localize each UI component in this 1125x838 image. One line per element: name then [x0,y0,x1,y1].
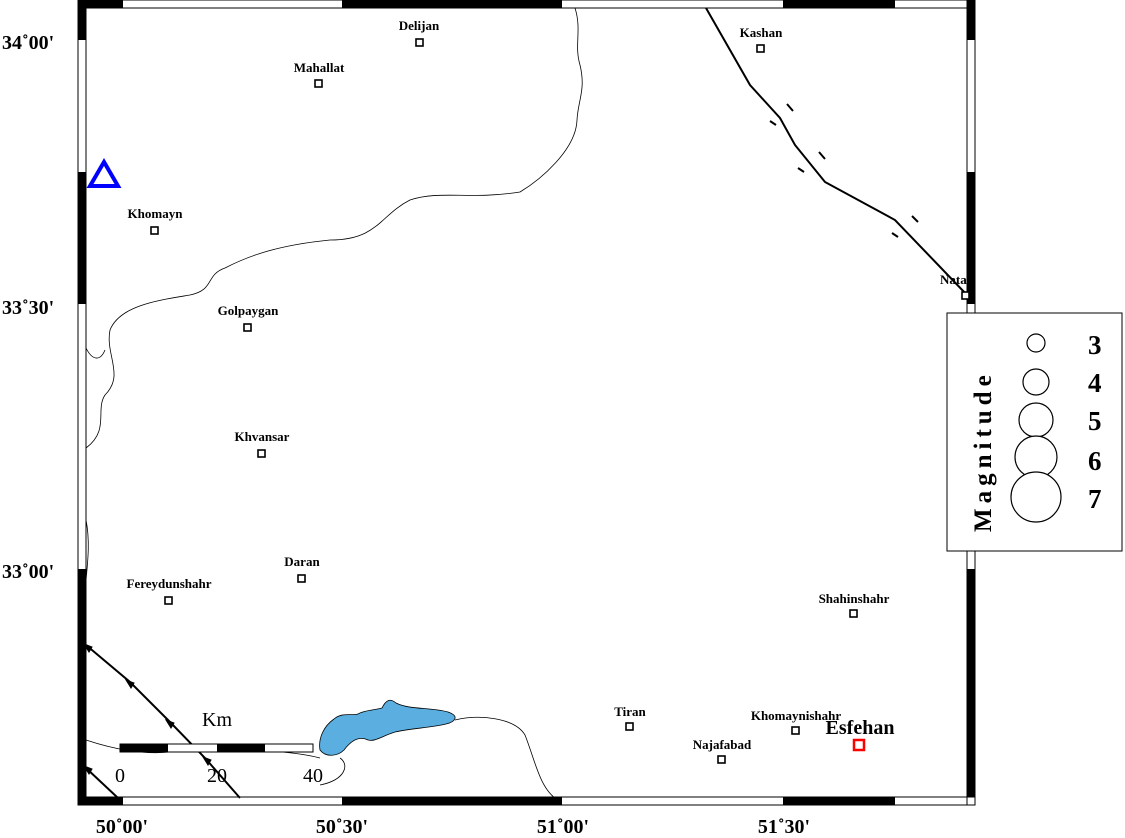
city-fereydunshahr: Fereydunshahr [127,576,212,605]
scale-unit: Km [202,709,232,731]
legend-circle [1010,471,1062,523]
legend-circle [1022,368,1050,396]
city-label: Mahallat [294,60,345,75]
lat-label: 34˚00' [2,32,54,54]
city-kashan: Kashan [740,25,783,53]
city-label: Shahinshahr [819,591,890,606]
city-golpaygan: Golpaygan [218,303,279,332]
city-khomayn: Khomayn [128,206,184,235]
city-tiran: Tiran [614,704,647,731]
city-label: Nata [940,272,967,287]
legend-value: 6 [1088,446,1102,476]
city-esfehan: Esfehan [826,717,895,752]
lat-label: 33˚30' [2,297,54,319]
lat-label: 33˚00' [2,561,54,583]
city-delijan: Delijan [399,18,440,47]
city-label: Delijan [399,18,440,33]
legend-circle [1018,402,1054,438]
city-label: Khvansar [235,429,290,444]
lake [319,699,456,756]
city-label: Khomaynishahr [751,708,842,723]
main-city-label: Esfehan [826,717,895,739]
scale-tick: 20 [207,765,227,787]
scale-tick: 0 [115,765,125,787]
city-khomaynishahr: Khomaynishahr [751,708,842,735]
city-label: Golpaygan [218,303,279,318]
legend-value: 3 [1088,330,1102,360]
map-frame [77,0,976,806]
lon-label: 50˚00' [96,816,148,838]
city-daran: Daran [284,554,320,583]
lon-label: 51˚30' [758,816,810,838]
magnitude-legend: Magnitude 3 4 5 6 7 [946,312,1123,552]
city-label: Najafabad [693,737,752,752]
city-label: Daran [284,554,320,569]
legend-title: Magnitude [970,370,997,532]
legend-circle [1026,333,1046,353]
city-layer: Delijan Kashan Mahallat Khomayn Golpayga… [127,18,970,764]
city-label: Kashan [740,25,783,40]
city-najafabad: Najafabad [693,737,752,764]
lon-label: 50˚30' [316,816,368,838]
scale-bar: Km 0 20 40 [115,709,323,787]
legend-value: 5 [1088,406,1102,436]
city-label: Tiran [614,704,646,719]
fault-northeast [705,7,968,296]
city-khvansar: Khvansar [235,429,290,458]
scale-tick: 40 [303,765,323,787]
city-label: Fereydunshahr [127,576,212,591]
lon-label: 51˚00' [537,816,589,838]
fault-southwest [82,643,241,799]
city-mahallat: Mahallat [294,60,345,88]
legend-value: 4 [1088,368,1102,398]
latitude-labels: 34˚00' 33˚30' 33˚00' [2,32,54,583]
city-nata: Nata [940,272,970,300]
triangle-icon [86,158,122,188]
city-shahinshahr: Shahinshahr [819,591,890,618]
legend-value: 7 [1088,484,1102,514]
city-label: Khomayn [128,206,184,221]
longitude-labels: 50˚00' 50˚30' 51˚00' 51˚30' [96,816,810,838]
